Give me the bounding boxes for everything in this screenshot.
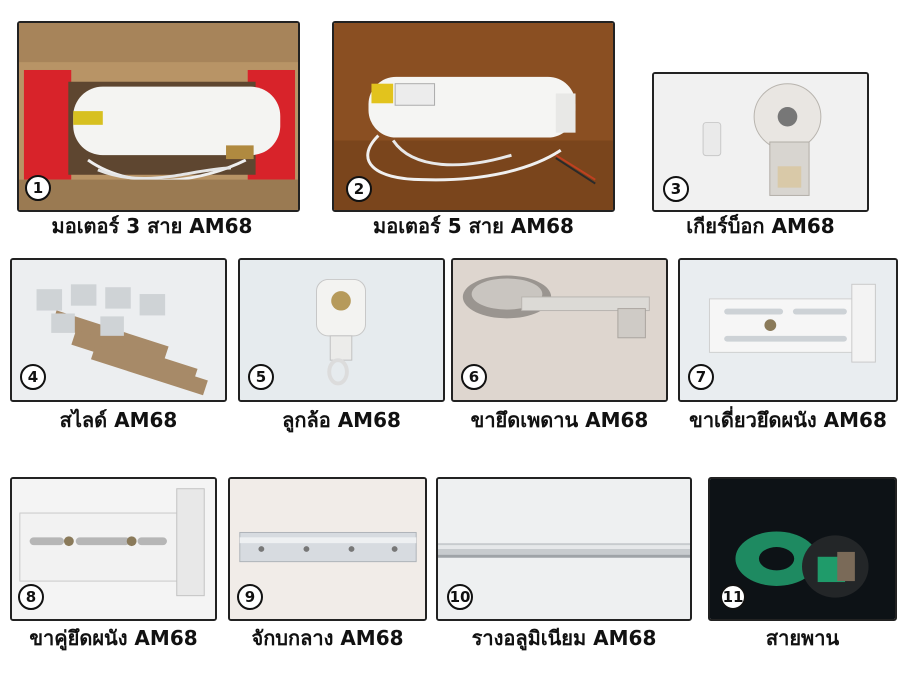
product-card-5: 5 — [238, 258, 445, 402]
item-caption: ขาคู่ยึดผนัง AM68 — [29, 626, 198, 650]
item-number-badge: 11 — [720, 584, 746, 610]
product-card-10: 10 — [436, 477, 692, 621]
item-caption: ลูกล้อ AM68 — [282, 408, 401, 432]
single-wall-bracket-photo — [680, 260, 896, 400]
product-card-6: 6 — [451, 258, 668, 402]
double-wall-bracket-photo — [12, 479, 215, 619]
product-card-4: 4 — [10, 258, 227, 402]
item-number-badge: 9 — [237, 584, 263, 610]
product-card-11: 11 — [708, 477, 897, 621]
item-number-badge: 7 — [688, 364, 714, 390]
item-caption: เกียร์บ็อก AM68 — [686, 214, 835, 238]
slides-photo — [12, 260, 225, 400]
product-card-9: 9 — [228, 477, 427, 621]
item-number-badge: 10 — [447, 584, 473, 610]
item-caption: มอเตอร์ 3 สาย AM68 — [51, 214, 253, 238]
item-number-badge: 6 — [461, 364, 487, 390]
product-card-3: 3 — [652, 72, 869, 212]
item-caption: ขายึดเพดาน AM68 — [470, 408, 649, 432]
item-number-badge: 1 — [25, 175, 51, 201]
product-card-8: 8 — [10, 477, 217, 621]
item-number-badge: 3 — [663, 176, 689, 202]
item-caption: มอเตอร์ 5 สาย AM68 — [373, 214, 574, 238]
ceiling-bracket-photo — [453, 260, 666, 400]
product-card-2: 2 — [332, 21, 615, 212]
item-caption: รางอลูมิเนียม AM68 — [471, 626, 657, 650]
motor-5-wire-photo — [334, 23, 613, 210]
item-number-badge: 2 — [346, 176, 372, 202]
product-card-1: 1 — [17, 21, 300, 212]
item-caption: สไลด์ AM68 — [59, 408, 178, 432]
aluminium-rail-photo — [438, 479, 690, 619]
item-number-badge: 8 — [18, 584, 44, 610]
item-number-badge: 5 — [248, 364, 274, 390]
item-number-badge: 4 — [20, 364, 46, 390]
product-card-7: 7 — [678, 258, 898, 402]
item-caption: จักบกลาง AM68 — [251, 626, 404, 650]
item-caption: ขาเดี่ยวยึดผนัง AM68 — [689, 408, 887, 432]
item-caption: สายพาน — [765, 626, 840, 650]
gearbox-photo — [654, 74, 867, 210]
motor-3-wire-photo — [19, 23, 298, 210]
